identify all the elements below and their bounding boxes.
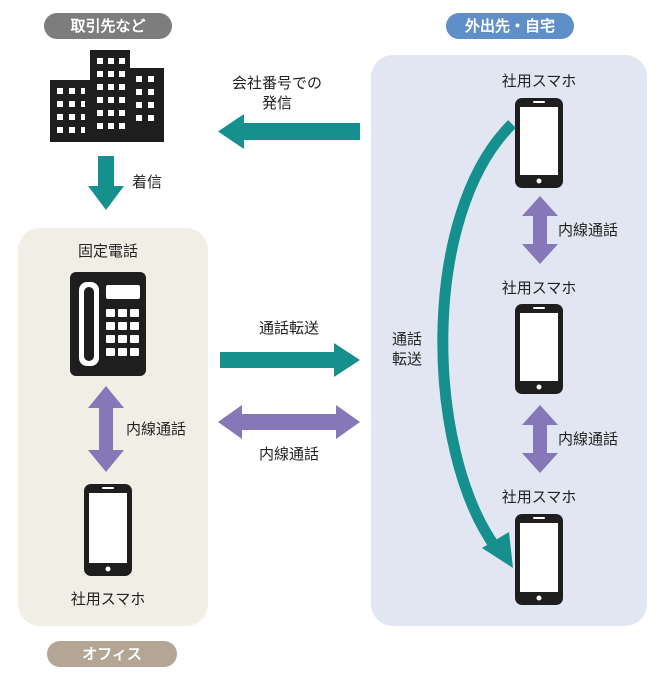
outside-phone-label: 社用スマホ xyxy=(501,279,577,297)
outside-pill: 外出先・自宅 xyxy=(446,13,574,39)
incoming-label: 着信 xyxy=(132,173,163,191)
office-buildings-icon xyxy=(50,50,164,142)
outside-panel xyxy=(371,55,647,626)
outbound-label-line2: 発信 xyxy=(261,94,292,112)
outbound-label: 会社番号での 発信 xyxy=(212,73,342,113)
outside-internal-arrow xyxy=(522,405,558,473)
outside-forward-label: 通話 転送 xyxy=(382,329,432,369)
curved-forward-arrow xyxy=(437,120,516,568)
outside-phone-label: 社用スマホ xyxy=(501,488,577,506)
outside-internal-label: 内線通話 xyxy=(558,221,619,239)
office-smartphone-icon xyxy=(84,484,132,576)
incoming-arrow xyxy=(88,156,124,210)
office-pill: オフィス xyxy=(47,641,177,667)
outside-internal-arrow xyxy=(522,196,558,264)
outside-forward-line2: 転送 xyxy=(391,350,422,368)
middle-internal-label: 内線通話 xyxy=(258,445,319,463)
outside-smartphone-icon xyxy=(515,304,563,394)
outbound-arrow xyxy=(218,114,360,149)
outside-forward-line1: 通話 xyxy=(391,330,422,348)
forward-arrow xyxy=(220,343,360,377)
middle-internal-arrow xyxy=(218,405,360,439)
office-smartphone-label: 社用スマホ xyxy=(70,590,146,608)
outside-internal-label: 内線通話 xyxy=(558,430,619,448)
outside-smartphone-icon xyxy=(515,514,563,605)
outside-smartphone-icon xyxy=(515,98,563,188)
outbound-label-line1: 会社番号での xyxy=(231,74,322,92)
desk-phone-icon xyxy=(70,272,146,376)
forward-label: 通話転送 xyxy=(258,319,319,337)
client-pill: 取引先など xyxy=(44,13,172,39)
office-internal-label: 内線通話 xyxy=(126,420,187,438)
office-internal-arrow xyxy=(88,386,124,472)
outside-phone-label: 社用スマホ xyxy=(501,72,577,90)
desk-phone-label: 固定電話 xyxy=(77,242,138,260)
